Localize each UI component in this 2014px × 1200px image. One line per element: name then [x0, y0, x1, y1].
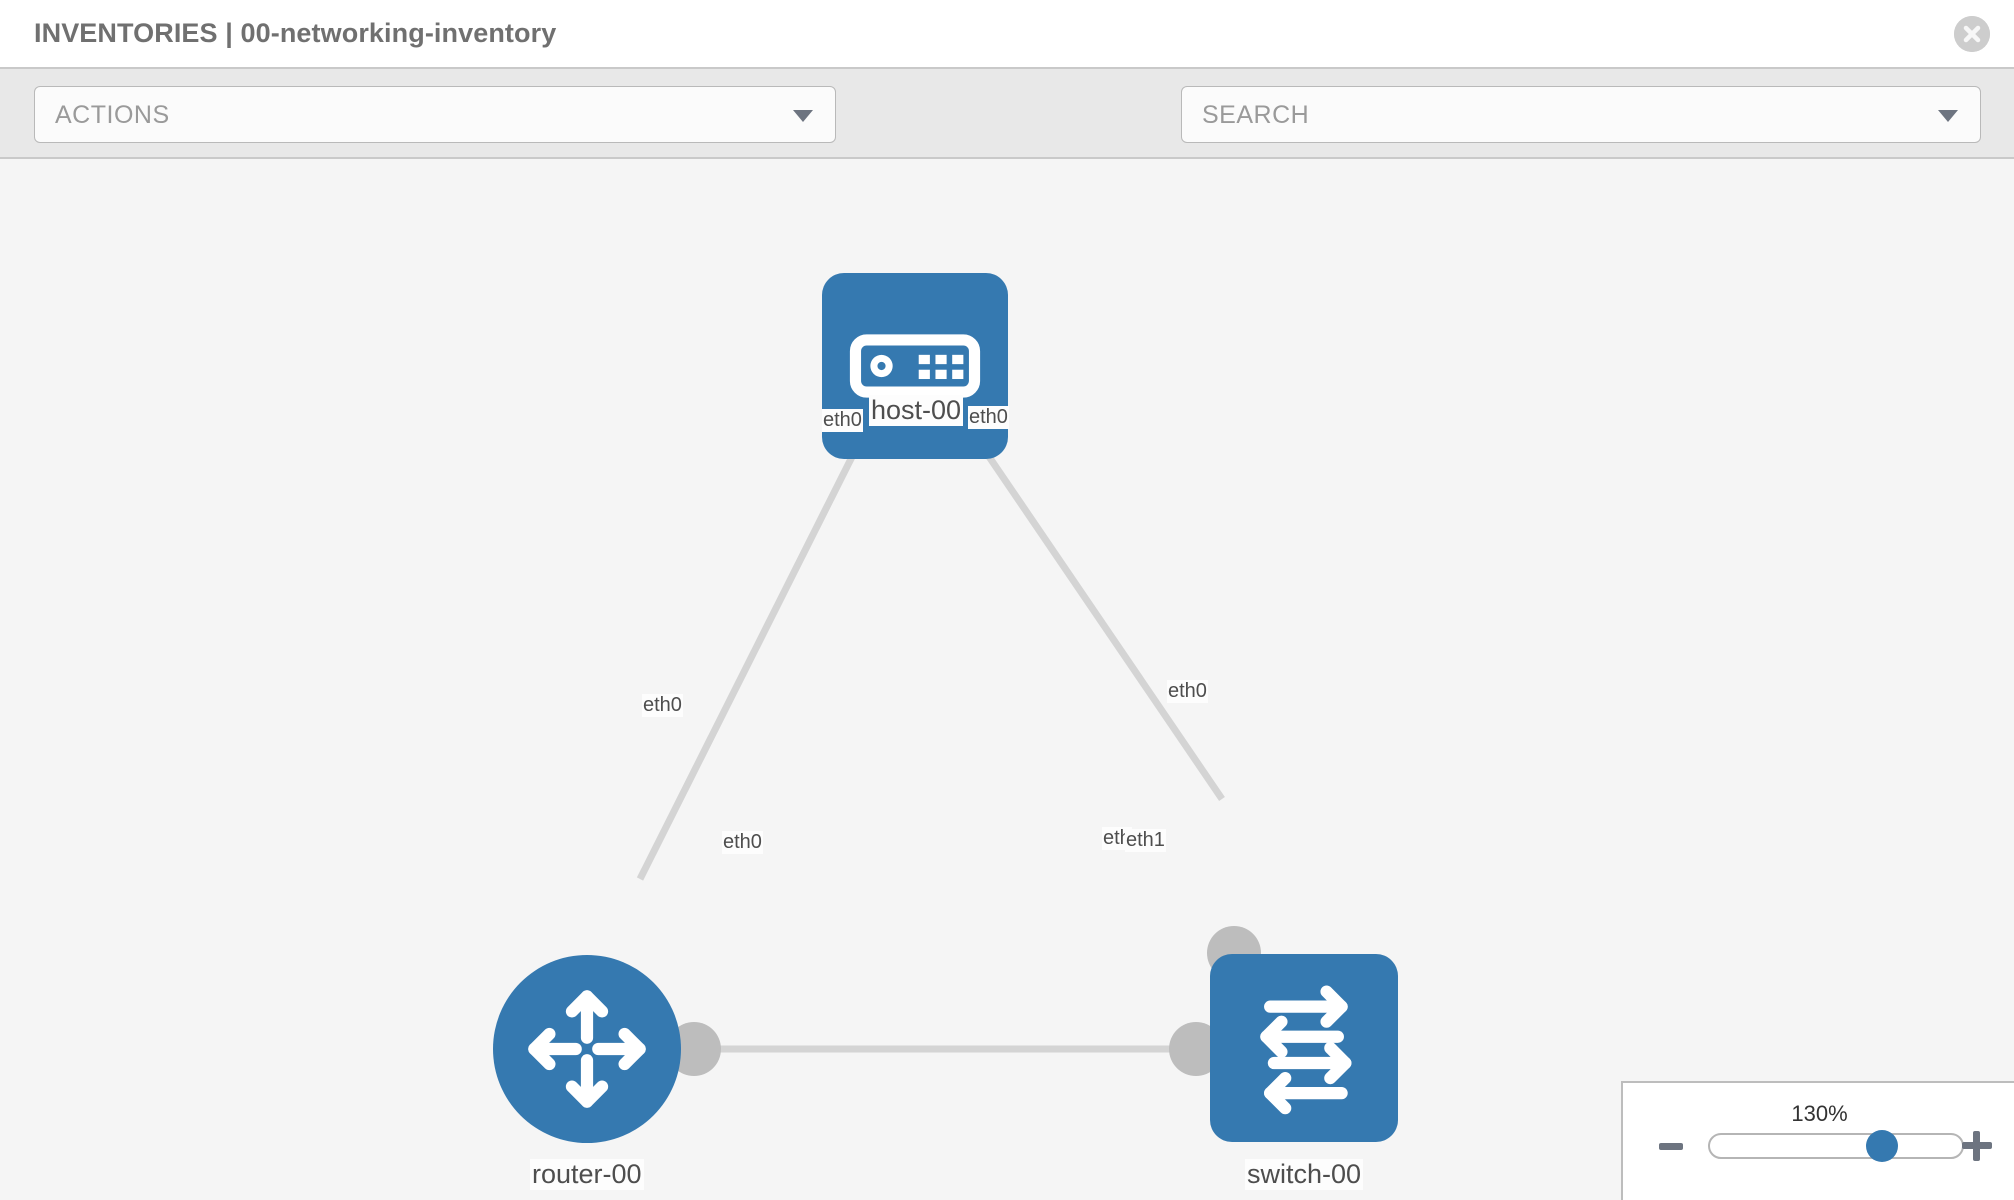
search-placeholder: SEARCH — [1202, 101, 1310, 129]
page-title: INVENTORIES | 00-networking-inventory — [34, 18, 557, 48]
edge-label-router-switch-near-switch: eth1 — [1125, 829, 1166, 852]
edge-label-host-router-near-router: eth0 — [642, 694, 683, 717]
node-router-00-label: router-00 — [530, 1159, 644, 1190]
edge-label-host-switch-near-switch: eth0 — [1167, 680, 1208, 703]
zoom-in-button[interactable] — [1962, 1131, 1992, 1161]
zoom-slider-track[interactable] — [1708, 1133, 1964, 1159]
close-button[interactable] — [1954, 16, 1990, 52]
zoom-out-button[interactable] — [1659, 1143, 1683, 1150]
node-switch-00-label: switch-00 — [1245, 1159, 1364, 1190]
close-circle-icon — [1954, 16, 1990, 52]
connector-nub — [667, 1022, 721, 1076]
node-switch-00-shape — [1210, 954, 1398, 1142]
edge-label-host-router-near-host: eth0 — [822, 409, 863, 432]
page-header: INVENTORIES | 00-networking-inventory — [0, 0, 2014, 69]
connector-nub — [1169, 1022, 1223, 1076]
zoom-slider-handle[interactable] — [1866, 1130, 1898, 1162]
node-host-00-label: host-00 — [869, 395, 964, 426]
chevron-down-icon[interactable] — [1938, 110, 1958, 122]
toolbar: ACTIONS SEARCH — [0, 69, 2014, 196]
edge-label-router-switch-overlap: eth — [1102, 827, 1132, 850]
edge-label-host-switch-near-host: eth0 — [968, 406, 1009, 429]
node-switch-00[interactable] — [1210, 954, 1398, 1142]
chevron-down-icon — [793, 110, 813, 122]
zoom-percent-label: 130% — [1791, 1101, 1848, 1126]
edge-host-router — [636, 415, 876, 881]
edge-host-switch — [959, 415, 1225, 801]
edge-label-router-switch-near-router: eth0 — [722, 831, 763, 854]
node-router-00-shape — [493, 955, 681, 1143]
router-arrows-icon — [528, 990, 646, 1108]
zoom-control-panel: 130% — [1621, 1081, 2014, 1200]
server-icon — [849, 334, 981, 398]
actions-dropdown-label: ACTIONS — [55, 101, 170, 129]
actions-dropdown[interactable]: ACTIONS — [34, 86, 836, 143]
switch-arrows-icon — [1260, 985, 1352, 1115]
node-router-00[interactable] — [493, 955, 681, 1143]
search-input[interactable]: SEARCH — [1181, 86, 1981, 143]
topology-canvas[interactable]: host-00 router-00 switch-00 eth0 eth0 — [0, 159, 2014, 1200]
